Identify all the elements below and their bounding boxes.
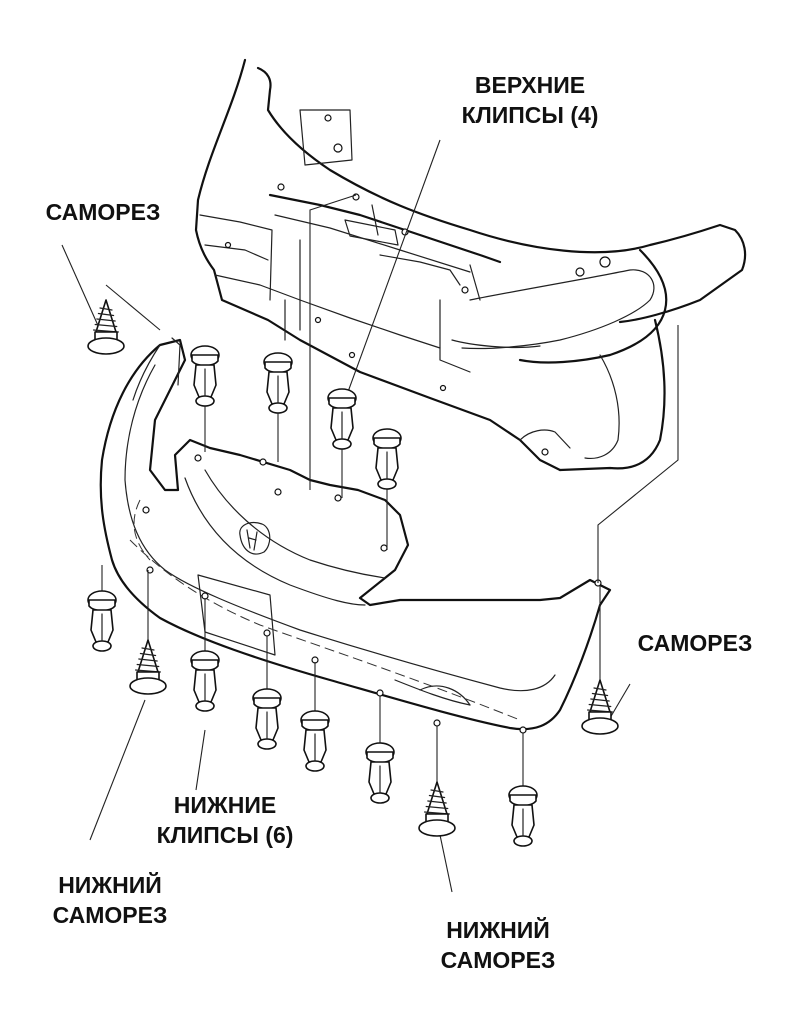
lower-clips-label: НИЖНИЕ КЛИПСЫ (6): [140, 790, 310, 850]
lower-clip-3: [252, 688, 282, 750]
lower-screw-right-label-line-2: САМОРЕЗ: [440, 947, 556, 973]
screw-left-label-line-1: САМОРЕЗ: [45, 199, 161, 225]
upper-clips-label-line-1: ВЕРХНИЕ: [474, 72, 586, 98]
lower-screw-right-label-line-1: НИЖНИЙ: [446, 917, 550, 943]
projection-lines: [61, 139, 679, 893]
lower-screw-right: [418, 781, 456, 837]
lower-screw-left-label: НИЖНИЙ САМОРЕЗ: [30, 870, 190, 930]
lower-clip-5: [365, 742, 395, 804]
lower-clip-2: [190, 650, 220, 712]
lower-clip-6: [508, 785, 538, 847]
upper-clips-label: ВЕРХНИЕ КЛИПСЫ (4): [445, 70, 615, 130]
screw-right-label-line-1: САМОРЕЗ: [637, 630, 753, 656]
lower-clip-4: [300, 710, 330, 772]
lower-clip-1: [87, 590, 117, 652]
screw-right-leader: [609, 683, 631, 719]
upper-clip-3: [327, 388, 357, 450]
lower-clips-leader: [195, 729, 206, 791]
upper-clips-label-line-2: КЛИПСЫ (4): [461, 102, 599, 128]
lower-screw-left-label-line-1: НИЖНИЙ: [58, 872, 162, 898]
upper-clip-4: [372, 428, 402, 490]
upper-clip-1: [190, 345, 220, 407]
bumper-cover: [99, 337, 612, 734]
upper-clip-2: [263, 352, 293, 414]
lower-clips-label-line-2: КЛИПСЫ (6): [156, 822, 294, 848]
screw-left-leader: [61, 244, 101, 331]
side-screw-left: [87, 299, 125, 355]
lower-screw-left-leader: [89, 699, 146, 841]
screw-left-label: САМОРЕЗ: [18, 197, 188, 227]
upper-clips-leader: [344, 139, 441, 401]
lower-screw-right-leader: [439, 834, 453, 893]
lower-screw-right-label: НИЖНИЙ САМОРЕЗ: [418, 915, 578, 975]
side-screw-right: [581, 679, 619, 735]
lower-screw-left-label-line-2: САМОРЕЗ: [52, 902, 168, 928]
lower-clips-label-line-1: НИЖНИЕ: [173, 792, 277, 818]
car-front-structure: [194, 58, 747, 472]
screw-right-label: САМОРЕЗ: [615, 628, 775, 658]
lower-screw-left: [129, 639, 167, 695]
fasteners: [87, 299, 619, 847]
